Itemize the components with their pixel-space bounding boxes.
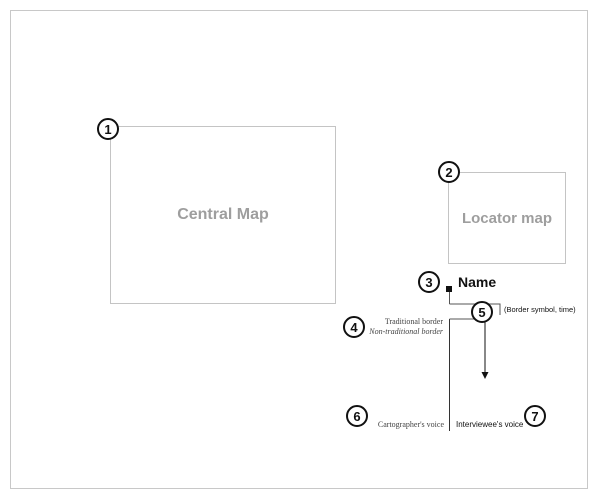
central-map-label: Central Map: [177, 206, 269, 223]
central-map-box: Central Map: [110, 126, 336, 304]
cartographer-voice-label: Cartographer's voice: [377, 420, 444, 429]
marker-3: 3: [418, 271, 440, 293]
marker-1: 1: [97, 118, 119, 140]
locator-map-label: Locator map: [461, 209, 552, 227]
diagram-frame: [10, 10, 588, 489]
locator-map-box: Locator map: [448, 172, 566, 264]
traditional-border-label: Traditional border: [384, 317, 443, 326]
name-label: Name: [458, 274, 497, 290]
marker-6: 6: [346, 405, 368, 427]
name-marker-square: [446, 286, 452, 292]
border-symbol-label: (Border symbol, time): [504, 305, 576, 314]
non-traditional-border-label: Non-traditional border: [369, 327, 443, 336]
interviewee-voice-label: Interviewee's voice: [456, 420, 524, 429]
marker-7: 7: [524, 405, 546, 427]
marker-4: 4: [343, 316, 365, 338]
marker-2: 2: [438, 161, 460, 183]
marker-5: 5: [471, 301, 493, 323]
border-symbol-bracket: [449, 303, 501, 315]
arrow-head-icon: [481, 372, 489, 379]
